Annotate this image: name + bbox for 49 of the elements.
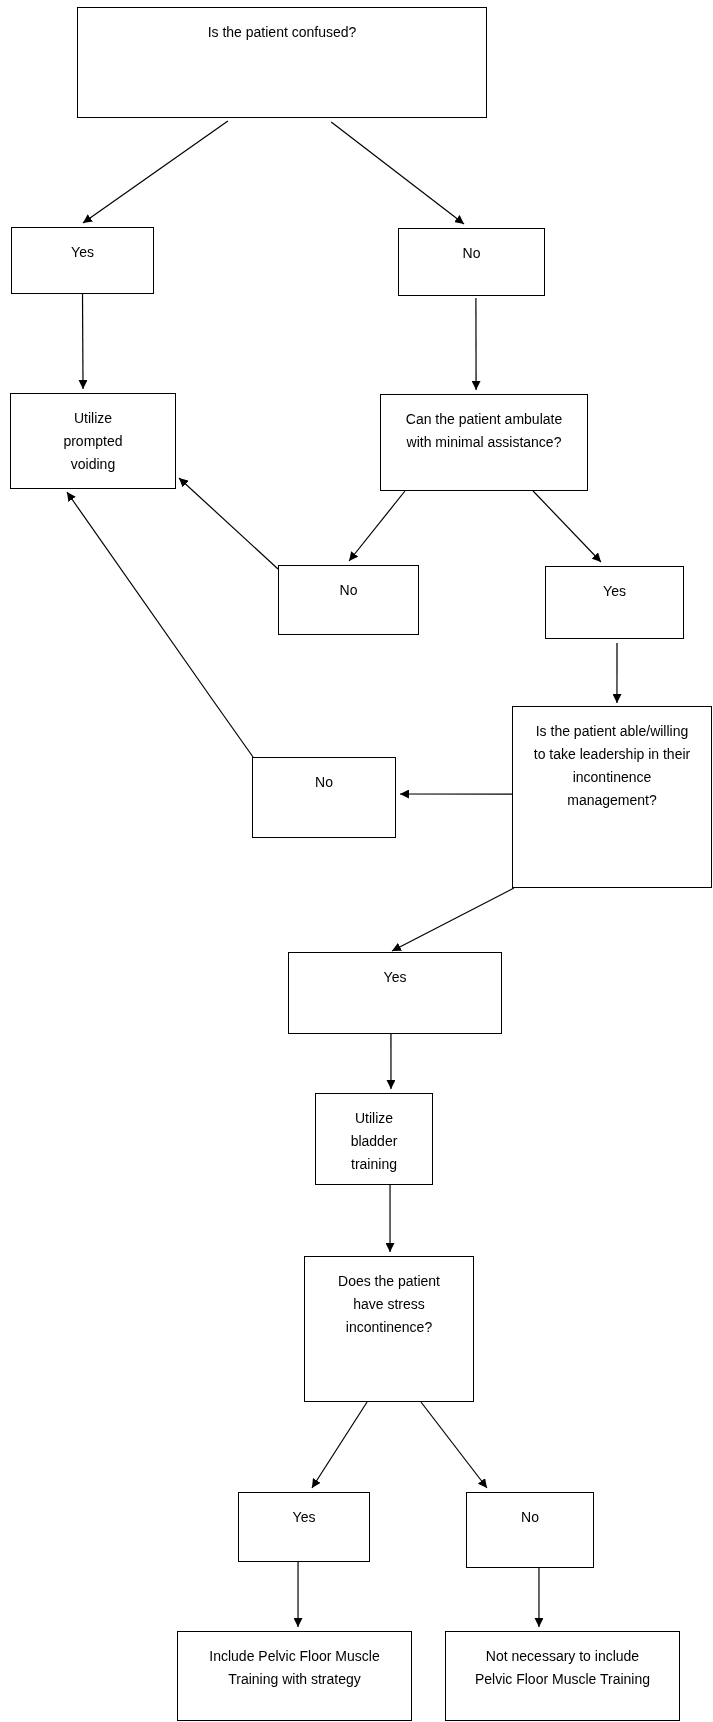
process-box (545, 566, 684, 639)
arrow (532, 490, 602, 563)
box-text: Not necessary to include Pelvic Floor Muscle Training (473, 1647, 652, 1689)
arrow (82, 120, 229, 224)
box-text: Utilize prompted voiding (62, 409, 124, 474)
box-text: Is the patient able/willing to take leadership in their incontinence management? (532, 722, 692, 810)
box-text: Yes (603, 582, 626, 601)
arrow (178, 477, 279, 570)
process-box (288, 952, 502, 1034)
process-box (512, 706, 712, 888)
box-text: Can the patient ambulate with minimal assistance? (404, 410, 564, 452)
process-box (398, 228, 545, 296)
arrow (420, 1401, 488, 1489)
arrow (348, 490, 406, 562)
process-box (77, 7, 487, 118)
box-text: Yes (292, 1508, 316, 1527)
arrow (78, 293, 88, 390)
process-box (278, 565, 419, 635)
box-text: Is the patient confused? (207, 23, 357, 42)
arrow (386, 1033, 396, 1090)
arrow (471, 297, 481, 391)
arrow (612, 642, 622, 704)
box-text: Does the patient have stress incontinence? (337, 1272, 441, 1337)
box-text: Include Pelvic Floor Muscle Training with strategy (208, 1647, 381, 1689)
box-text: Yes (383, 968, 407, 987)
box-text: Utilize bladder training (349, 1109, 399, 1174)
process-box (252, 757, 396, 838)
box-text: Yes (71, 243, 94, 262)
process-box (304, 1256, 474, 1402)
box-text: No (339, 581, 358, 600)
process-box (380, 394, 588, 491)
arrow (534, 1567, 544, 1628)
box-text: No (521, 1508, 539, 1527)
arrow (293, 1561, 303, 1628)
process-box (238, 1492, 370, 1562)
box-text: No (315, 773, 333, 792)
arrow (330, 121, 465, 225)
process-box (466, 1492, 594, 1568)
arrow (399, 789, 513, 799)
process-box (10, 393, 176, 489)
process-box (445, 1631, 680, 1721)
process-box (11, 227, 154, 294)
box-text: No (462, 244, 481, 263)
process-box (315, 1093, 433, 1185)
arrow (66, 491, 254, 758)
arrow (391, 887, 515, 952)
arrow (311, 1401, 368, 1489)
arrow (385, 1184, 395, 1253)
process-box (177, 1631, 412, 1721)
